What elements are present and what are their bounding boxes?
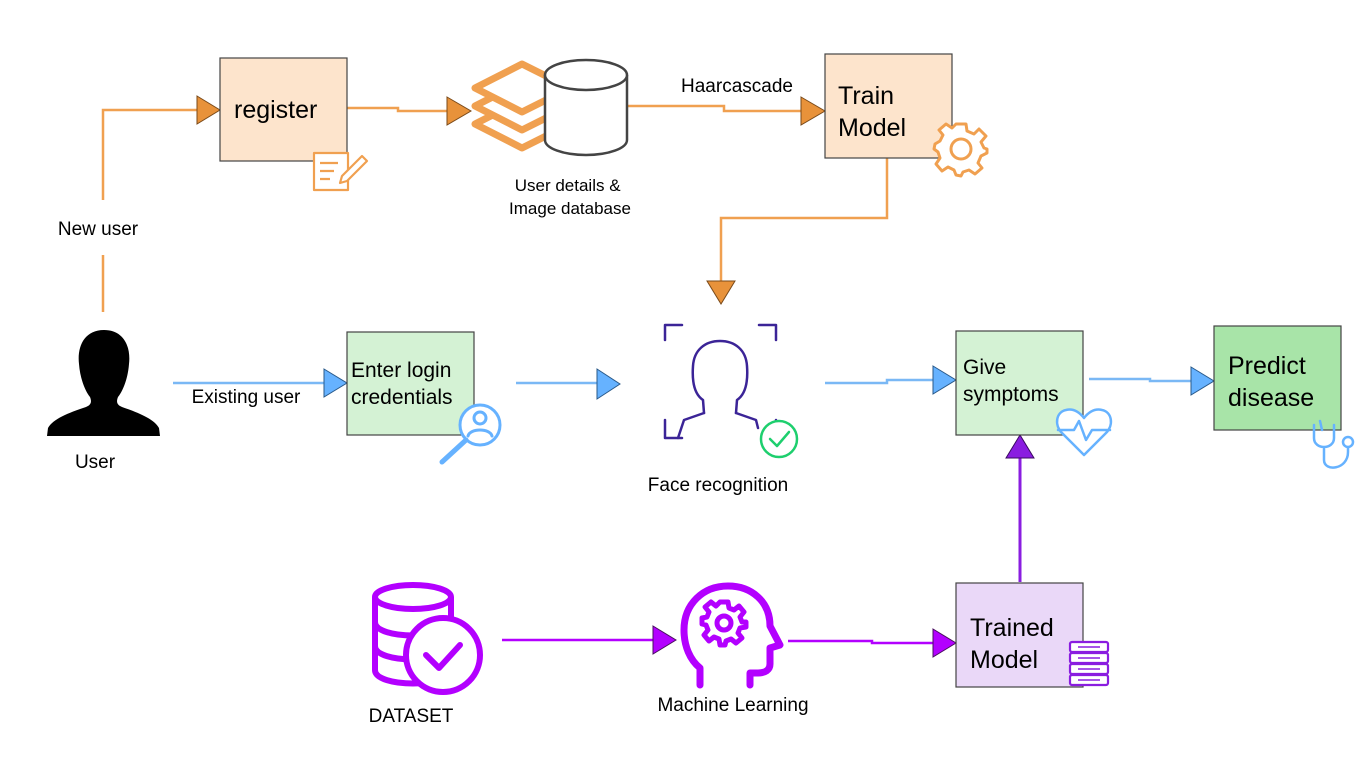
database-label: User details & Image database	[509, 176, 631, 218]
arrowhead-login	[323, 368, 348, 398]
enter-login-node: Enter login credentials	[346, 331, 502, 465]
predict-disease-line1: Predict	[1228, 352, 1306, 380]
trained-model-line2: Model	[970, 646, 1038, 674]
arrowhead-trained-to-symptoms	[1005, 434, 1035, 459]
database-label-line2: Image database	[509, 199, 631, 218]
arrowhead-face-in	[596, 368, 621, 400]
existing-user-label: Existing user	[192, 387, 301, 408]
connector-database-to-train	[627, 104, 803, 113]
arrowhead-trained	[932, 628, 957, 658]
database-node: User details & Image database	[471, 58, 631, 218]
database-check-icon	[372, 582, 483, 695]
trained-model-box	[955, 582, 1084, 688]
haarcascade-label: Haarcascade	[681, 76, 793, 97]
orange-arrowheads	[196, 95, 826, 305]
arrowhead-database	[446, 96, 472, 126]
train-model-line2: Model	[838, 114, 906, 142]
enter-login-line1: Enter login	[351, 359, 451, 382]
arrowhead-register	[196, 95, 221, 125]
face-recognition-node: Face recognition	[648, 323, 799, 496]
arrowhead-predict	[1190, 366, 1215, 396]
give-symptoms-label: Give symptoms	[963, 356, 1059, 406]
enter-login-box	[346, 331, 475, 436]
stethoscope-icon	[1312, 419, 1355, 469]
arrowhead-symptoms	[932, 365, 957, 395]
give-symptoms-line2: symptoms	[963, 383, 1059, 406]
connector-symptoms-to-predict	[1089, 377, 1193, 383]
heartbeat-icon	[1055, 408, 1113, 457]
orange-connectors	[101, 104, 889, 312]
user-silhouette-icon	[47, 330, 160, 436]
connector-face-to-symptoms	[825, 378, 934, 385]
train-model-label: Train Model	[838, 82, 906, 142]
arrowhead-train	[800, 96, 826, 126]
arrowhead-face	[706, 280, 736, 305]
register-label-line: register	[234, 96, 317, 124]
enter-login-label: Enter login credentials	[351, 359, 457, 409]
register-label: register	[234, 96, 317, 124]
purple-arrowheads	[652, 625, 957, 658]
dataset-node: DATASET	[369, 582, 483, 727]
brain-gear-icon	[680, 582, 784, 689]
face-recognition-label: Face recognition	[648, 475, 788, 496]
train-model-node: Train Model	[824, 53, 989, 178]
machine-learning-node: Machine Learning	[657, 582, 809, 716]
database-label-line1: User details &	[515, 176, 621, 195]
connector-register-to-database	[347, 106, 450, 113]
give-symptoms-line1: Give	[963, 356, 1006, 379]
arrowhead-ml	[652, 625, 677, 655]
connector-train-to-face	[719, 158, 889, 282]
face-scan-icon	[663, 323, 778, 440]
give-symptoms-node: Give symptoms	[955, 330, 1113, 457]
trained-model-node: Trained Model	[955, 582, 1110, 688]
predict-disease-box	[1213, 325, 1342, 431]
register-box	[219, 57, 348, 162]
train-model-box	[824, 53, 953, 159]
predict-disease-node: Predict disease	[1213, 325, 1355, 469]
connector-user-to-register	[101, 108, 200, 312]
predict-disease-line2: disease	[1228, 384, 1314, 412]
user-label: User	[75, 452, 116, 473]
connector-ml-to-trained	[788, 639, 934, 645]
enter-login-line2: credentials	[351, 386, 453, 409]
user-search-icon	[439, 403, 502, 465]
layers-database-icon	[471, 58, 629, 157]
trained-model-line1: Trained	[970, 614, 1054, 642]
blue-arrowheads	[323, 365, 1215, 400]
predict-disease-label: Predict disease	[1228, 352, 1314, 412]
trained-model-label: Trained Model	[970, 614, 1061, 674]
gear-icon	[932, 122, 989, 178]
machine-learning-label: Machine Learning	[657, 695, 808, 716]
train-model-line1: Train	[838, 82, 894, 110]
dataset-label: DATASET	[369, 706, 454, 727]
blue-connectors	[173, 377, 1193, 385]
checkmark-icon	[759, 419, 799, 459]
register-node: register	[219, 57, 369, 192]
user-node: User	[47, 330, 160, 473]
purple-connectors	[502, 638, 934, 645]
new-user-label: New user	[58, 219, 139, 240]
server-stack-icon	[1068, 640, 1110, 687]
edit-document-icon	[312, 151, 369, 192]
